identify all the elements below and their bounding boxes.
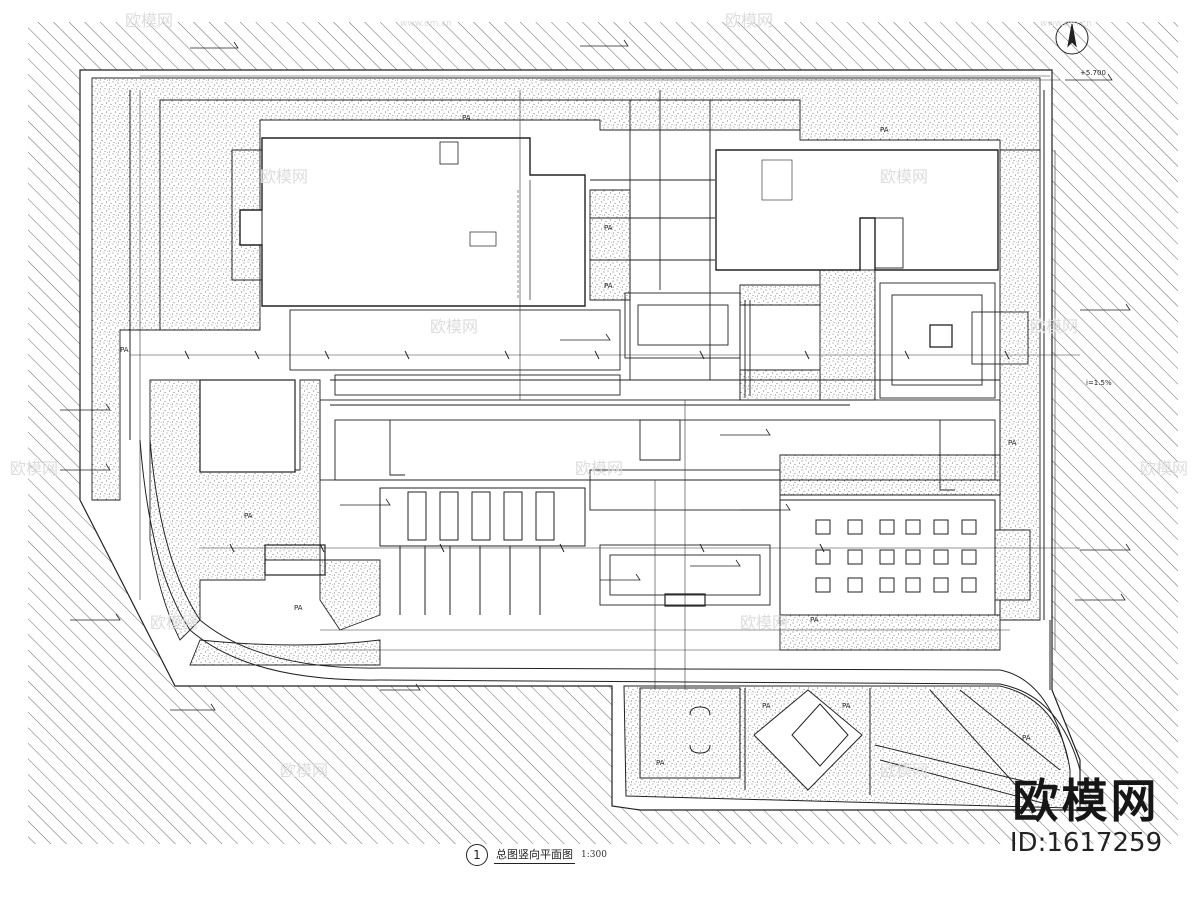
paving-label: PA — [120, 346, 129, 354]
plan-labels: PA PA PA PA PA PA PA PA PA PA PA PA PA i… — [120, 69, 1112, 767]
east-building — [715, 149, 999, 271]
dimension-ticks — [184, 350, 1010, 553]
paving-label: PA — [462, 114, 471, 122]
watermark-faint-text: 欧模网 — [280, 761, 328, 780]
paving-label: PA — [604, 224, 613, 232]
slope-label: i=1.5% — [1086, 379, 1112, 387]
watermark-faint-url: www.om.cn — [400, 19, 452, 29]
paving-label: PA — [656, 759, 665, 767]
watermark-faint-text: 欧模网 — [150, 613, 198, 632]
road-curbs — [129, 90, 1081, 771]
paving-label: PA — [1022, 734, 1031, 742]
paving-label: PA — [880, 126, 889, 134]
north-arrow-icon — [1055, 21, 1089, 55]
watermark-faint-text: 欧模网 — [260, 167, 308, 186]
dimension-lines — [130, 75, 1080, 690]
caption-scale: 1:300 — [581, 850, 607, 860]
planting-areas — [91, 77, 1041, 666]
watermark-faint-text: 欧模网 — [430, 317, 478, 336]
watermark-faint-text: 欧模网 — [1030, 317, 1078, 336]
caption-title: 总图竖向平面图 — [494, 846, 575, 864]
watermark-faint-text: 欧模网 — [880, 761, 928, 780]
level-label: +5.700 — [1080, 69, 1106, 77]
caption-number: 1 — [466, 844, 488, 866]
paving-label: PA — [810, 616, 819, 624]
watermark-brand: 欧模网 ID:1617259 — [1006, 774, 1166, 858]
watermark-id: ID:1617259 — [1009, 828, 1163, 858]
watermark-faint-text: 欧模网 — [1140, 459, 1188, 478]
paving-label: PA — [294, 604, 303, 612]
watermark-logo: 欧模网 — [1012, 774, 1160, 828]
watermark-faint-url: www.om.cn — [1040, 19, 1092, 29]
watermark-faint: 欧模网 www.om.cn 欧模网 www.om.cn 欧模网 欧模网 欧模网 … — [10, 11, 1188, 780]
watermark-faint-text: 欧模网 — [575, 459, 623, 478]
watermark-faint-text: 欧模网 — [725, 11, 773, 30]
paving-label: PA — [1008, 439, 1017, 447]
pavilion-rooms — [379, 487, 586, 615]
drawing-caption: 1 总图竖向平面图 1:300 — [466, 842, 607, 868]
paving-label: PA — [762, 702, 771, 710]
watermark-faint-text: 欧模网 — [125, 11, 173, 30]
south-garden-paths — [639, 687, 1061, 806]
paving-label: PA — [244, 512, 253, 520]
watermark-faint-text: 欧模网 — [880, 167, 928, 186]
paving-label: PA — [604, 282, 613, 290]
watermark-faint-text: 欧模网 — [10, 459, 58, 478]
paving-label: PA — [842, 702, 851, 710]
watermark-faint-text: 欧模网 — [740, 613, 788, 632]
west-pavilion — [199, 379, 326, 576]
elevation-markers — [60, 39, 1131, 711]
north-building — [231, 137, 586, 307]
